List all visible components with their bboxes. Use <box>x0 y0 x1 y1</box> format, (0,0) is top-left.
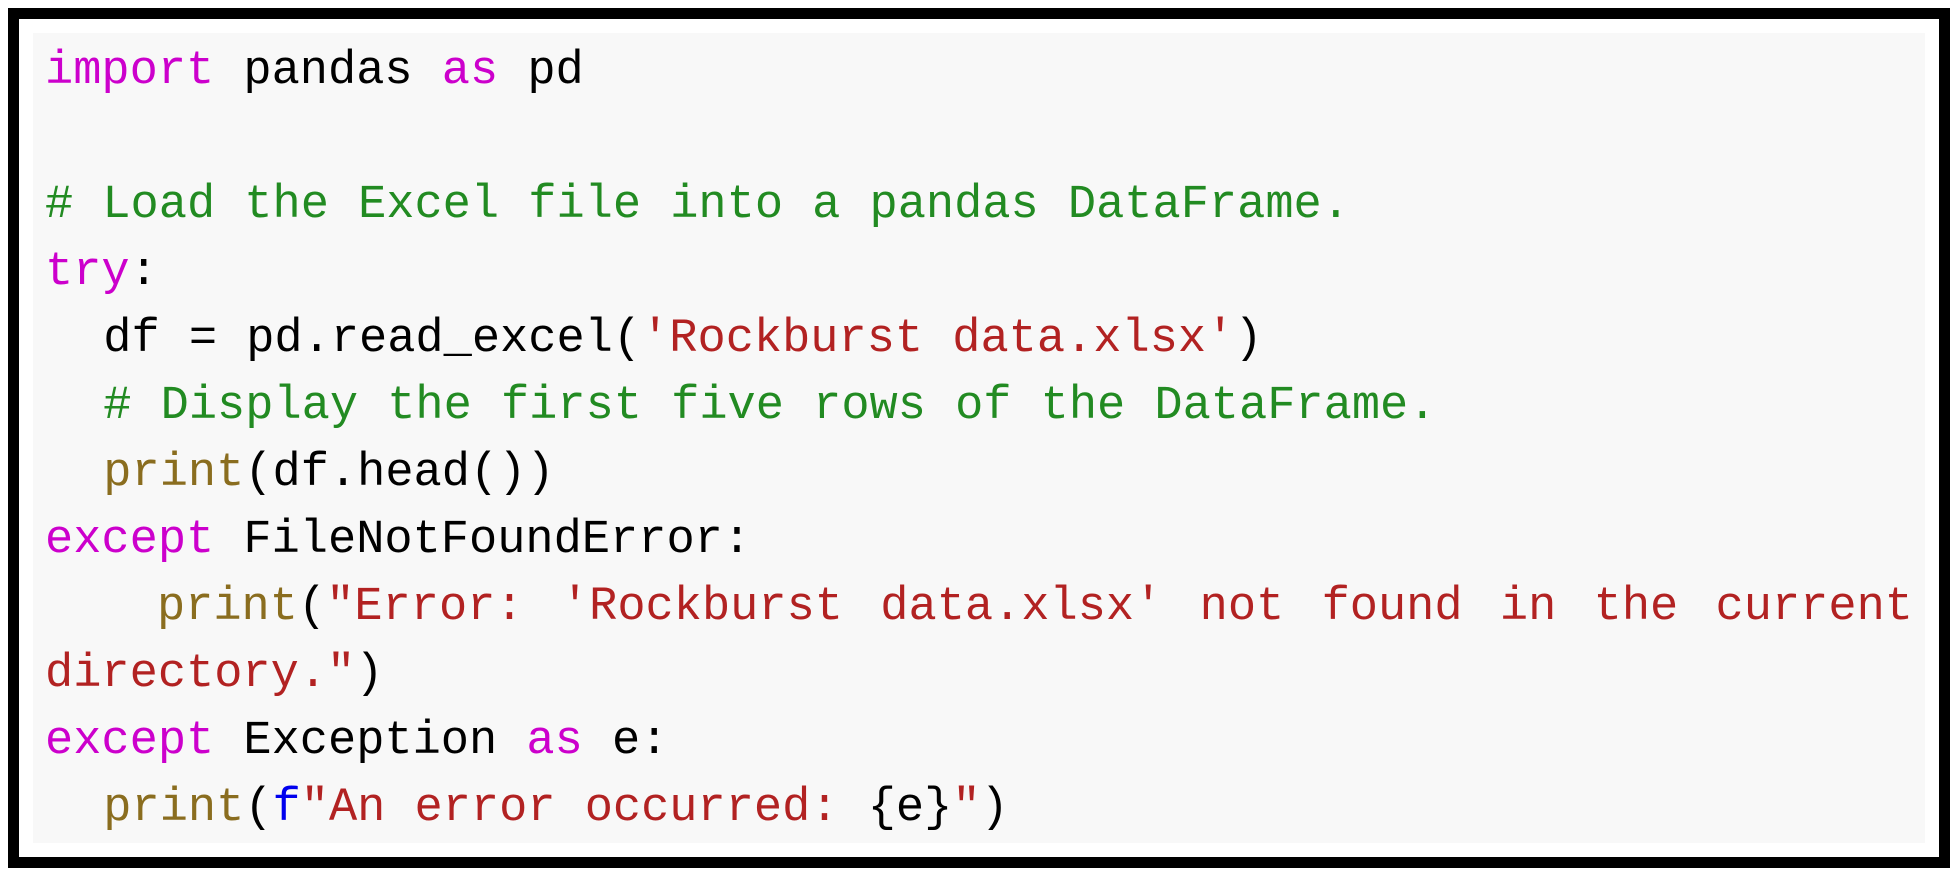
code-segment-string: "An error occurred: <box>300 782 868 835</box>
code-segment-plain: pandas <box>214 45 442 98</box>
code-segment-string: " <box>952 782 981 835</box>
code-line: except Exception as e: <box>45 708 1913 775</box>
code-segment-string: "Error: 'Rockburst data.xlsx' not found … <box>45 581 1943 701</box>
code-segment-comment: # Load the Excel file into a pandas Data… <box>45 179 1350 232</box>
code-segment-builtin: print <box>103 782 245 835</box>
code-line: # Display the first five rows of the Dat… <box>45 373 1913 440</box>
code-segment-plain: df = pd.read_excel( <box>45 313 642 366</box>
code-block: import pandas as pd # Load the Excel file… <box>33 33 1925 843</box>
code-line: print("Error: 'Rockburst data.xlsx' not … <box>45 574 1913 708</box>
code-segment-builtin: print <box>156 581 298 634</box>
code-segment-plain: ) <box>980 782 1009 835</box>
code-segment-keyword: as <box>526 715 583 768</box>
code-segment-plain: FileNotFoundError: <box>214 514 752 567</box>
code-segment-plain: ( <box>244 782 273 835</box>
code-line: print(f"An error occurred: {e}") <box>45 775 1913 842</box>
code-segment-plain <box>45 782 103 835</box>
code-segment-plain: ( <box>297 581 327 634</box>
code-line: try: <box>45 239 1913 306</box>
code-segment-plain: e: <box>582 715 669 768</box>
code-segment-plain: ) <box>1234 313 1263 366</box>
code-segment-plain <box>45 447 103 500</box>
code-segment-plain <box>45 380 103 433</box>
code-segment-plain: ) <box>355 648 384 701</box>
code-line: import pandas as pd <box>45 38 1913 105</box>
code-line: # Load the Excel file into a pandas Data… <box>45 172 1913 239</box>
code-segment-keyword: import <box>45 45 215 98</box>
code-segment-plain <box>45 581 157 634</box>
code-segment-comment: # Display the first five rows of the Dat… <box>103 380 1437 433</box>
code-frame: import pandas as pd # Load the Excel file… <box>8 8 1950 868</box>
code-segment-plain: (df.head()) <box>244 447 555 500</box>
code-segment-plain: Exception <box>214 715 527 768</box>
code-segment-plain: {e} <box>867 782 953 835</box>
code-segment-string: 'Rockburst data.xlsx' <box>641 313 1235 366</box>
code-segment-plain: : <box>129 246 158 299</box>
code-line: except FileNotFoundError: <box>45 507 1913 574</box>
code-line: df = pd.read_excel('Rockburst data.xlsx'… <box>45 306 1913 373</box>
code-line: print(df.head()) <box>45 440 1913 507</box>
code-line <box>45 105 1913 172</box>
code-segment-keyword: except <box>45 715 215 768</box>
code-segment-plain: pd <box>498 45 584 98</box>
code-segment-keyword: as <box>441 45 499 98</box>
code-segment-fstring-prefix: f <box>272 782 301 835</box>
code-segment-builtin: print <box>103 447 245 500</box>
code-segment-keyword: except <box>45 514 215 567</box>
code-segment-keyword: try <box>45 246 130 299</box>
